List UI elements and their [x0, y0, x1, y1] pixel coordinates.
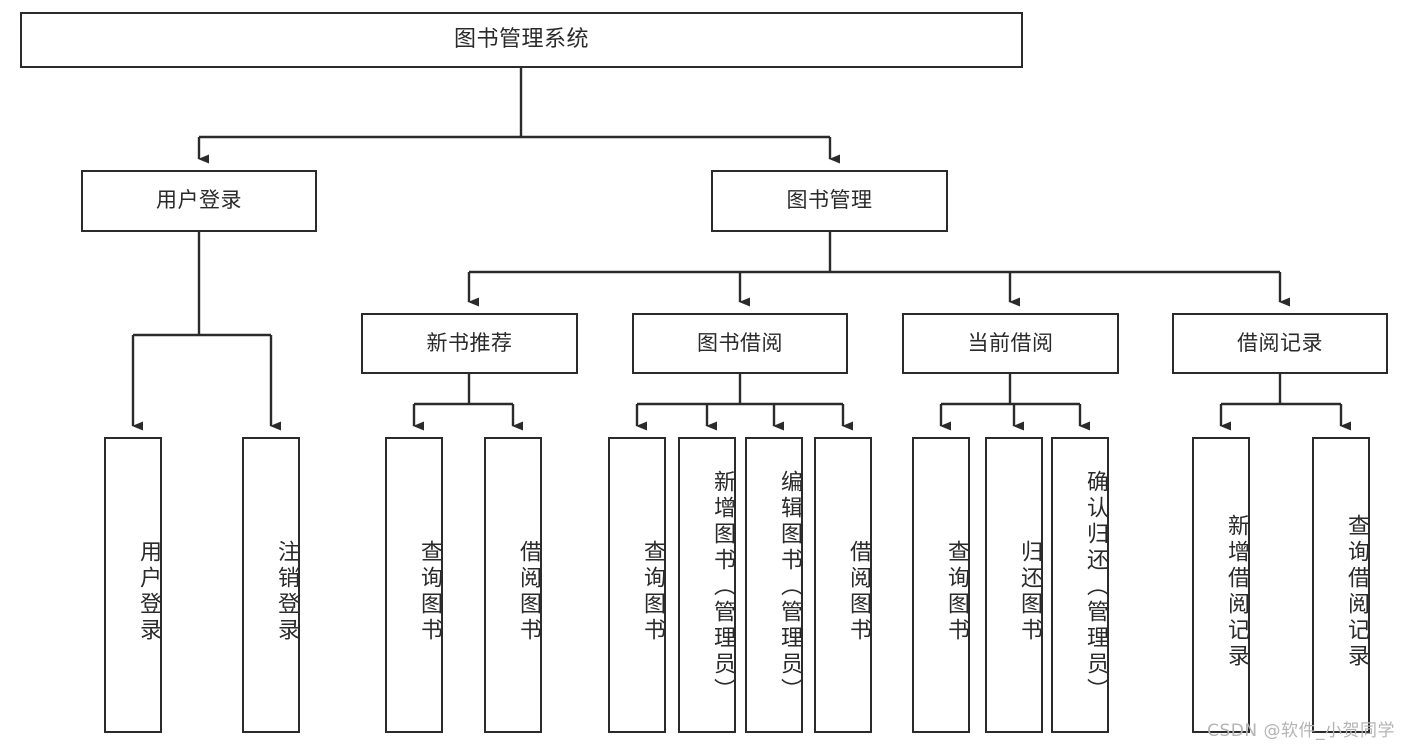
- node-current-borrow-label: 当前借阅: [967, 330, 1054, 355]
- node-leaf-query-record[interactable]: 查询借阅记录: [1312, 437, 1370, 733]
- node-leaf-confirm-return[interactable]: 确认归还（管理员）: [1051, 437, 1109, 733]
- node-leaf-user-logout[interactable]: 注销登录: [242, 437, 300, 733]
- node-book-manage[interactable]: 图书管理: [711, 170, 948, 232]
- node-leaf-borrow-book-1-label: 借阅图书: [516, 540, 541, 644]
- node-root-label: 图书管理系统: [453, 26, 589, 52]
- node-leaf-return-book[interactable]: 归还图书: [985, 437, 1043, 733]
- node-book-borrow[interactable]: 图书借阅: [632, 313, 848, 374]
- node-leaf-borrow-book-1[interactable]: 借阅图书: [484, 437, 542, 733]
- node-leaf-return-book-label: 归还图书: [1017, 540, 1042, 644]
- watermark: CSDN @软件_小贺同学: [1207, 721, 1395, 741]
- node-leaf-user-login[interactable]: 用户登录: [104, 437, 162, 733]
- node-new-book-recommend[interactable]: 新书推荐: [361, 313, 578, 374]
- node-leaf-add-record[interactable]: 新增借阅记录: [1192, 437, 1250, 733]
- node-leaf-query-book-3[interactable]: 查询图书: [912, 437, 970, 733]
- node-new-book-recommend-label: 新书推荐: [426, 330, 513, 355]
- node-leaf-edit-book-label: 编辑图书（管理员）: [777, 470, 802, 704]
- node-borrow-record[interactable]: 借阅记录: [1172, 313, 1388, 374]
- node-borrow-record-label: 借阅记录: [1237, 330, 1323, 355]
- node-user-login-label: 用户登录: [156, 188, 242, 213]
- node-user-login[interactable]: 用户登录: [81, 170, 317, 232]
- node-leaf-query-record-label: 查询借阅记录: [1344, 514, 1369, 670]
- node-leaf-add-record-label: 新增借阅记录: [1224, 514, 1249, 670]
- node-leaf-query-book-2-label: 查询图书: [640, 540, 665, 644]
- node-leaf-query-book-1-label: 查询图书: [417, 540, 442, 644]
- node-current-borrow[interactable]: 当前借阅: [902, 313, 1119, 374]
- node-leaf-query-book-2[interactable]: 查询图书: [608, 437, 666, 733]
- node-leaf-query-book-1[interactable]: 查询图书: [385, 437, 443, 733]
- node-book-borrow-label: 图书借阅: [697, 330, 783, 355]
- node-leaf-add-book[interactable]: 新增图书（管理员）: [678, 437, 736, 733]
- node-leaf-user-logout-label: 注销登录: [274, 540, 299, 644]
- node-leaf-query-book-3-label: 查询图书: [944, 540, 969, 644]
- node-leaf-borrow-book-2[interactable]: 借阅图书: [814, 437, 872, 733]
- node-leaf-confirm-return-label: 确认归还（管理员）: [1083, 470, 1108, 704]
- node-leaf-user-login-label: 用户登录: [136, 540, 161, 644]
- node-root[interactable]: 图书管理系统: [20, 12, 1023, 68]
- node-leaf-add-book-label: 新增图书（管理员）: [710, 470, 735, 704]
- node-leaf-borrow-book-2-label: 借阅图书: [846, 540, 871, 644]
- node-book-manage-label: 图书管理: [786, 188, 873, 213]
- node-leaf-edit-book[interactable]: 编辑图书（管理员）: [745, 437, 803, 733]
